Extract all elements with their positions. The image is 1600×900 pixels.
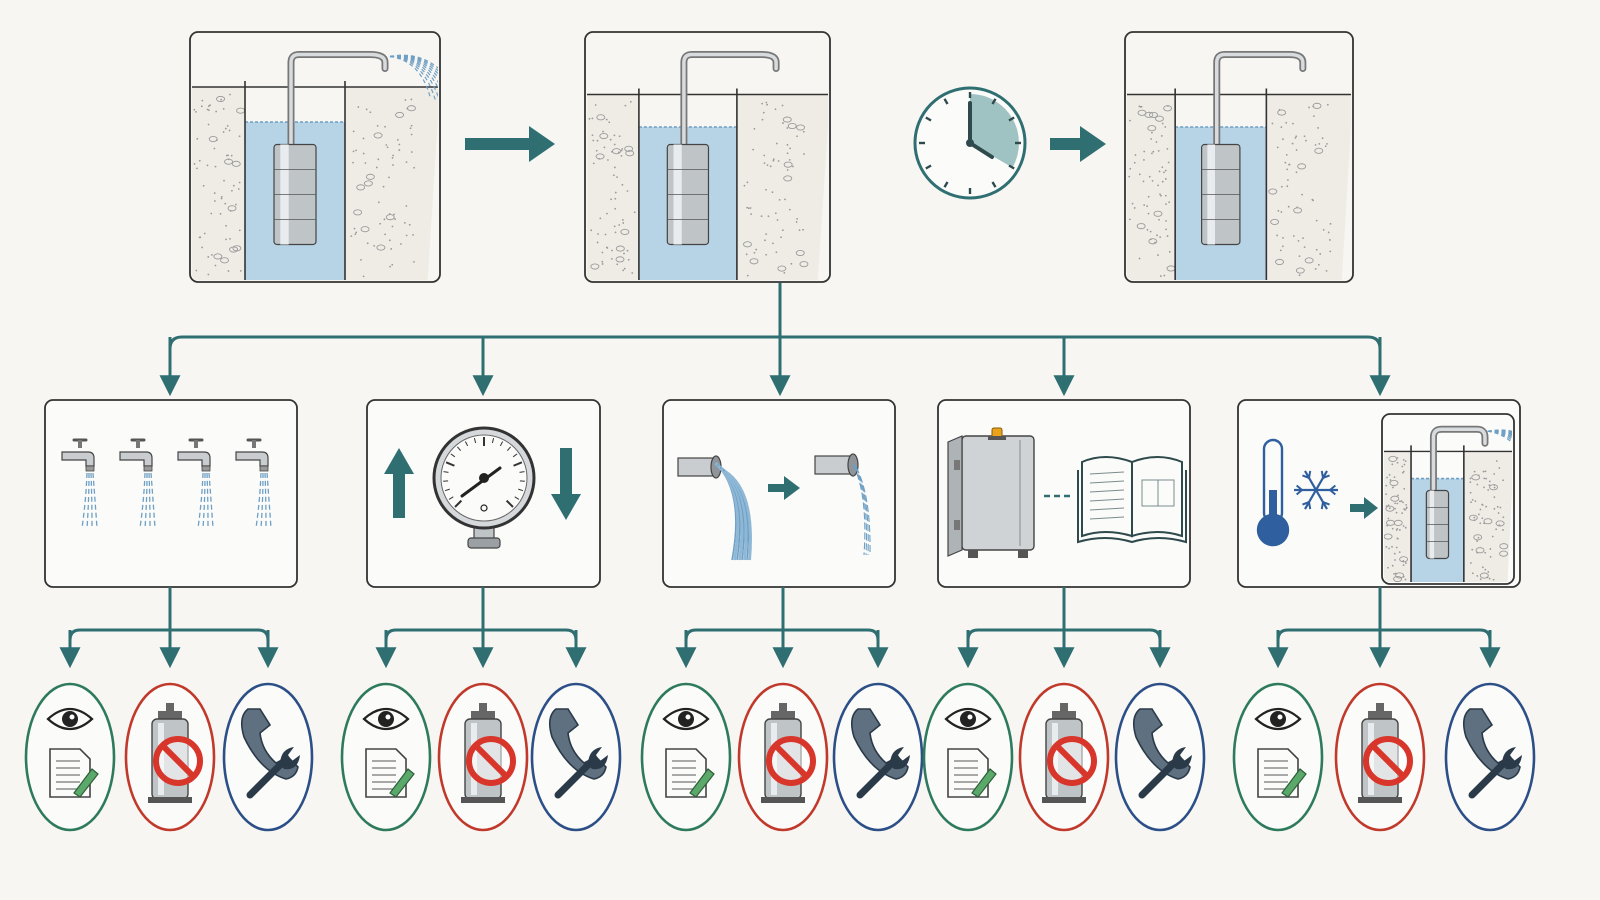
notepad-icon bbox=[947, 748, 997, 798]
pressure-gauge-up-down-icon bbox=[384, 426, 581, 549]
pump-running-panel bbox=[189, 31, 441, 283]
faucet-icon bbox=[61, 438, 98, 529]
wrench-icon bbox=[554, 757, 596, 799]
thermometer-icon bbox=[1256, 438, 1290, 547]
arrow-run-to-stop bbox=[465, 126, 555, 162]
phone-and-wrench-icon bbox=[850, 708, 910, 799]
connectors bbox=[159, 283, 1391, 397]
pencil-icon bbox=[389, 768, 415, 798]
faucet-icon bbox=[119, 438, 156, 529]
pump-prohibited-icon bbox=[148, 703, 203, 803]
action-observe-record bbox=[640, 682, 732, 832]
pump-stopped-panel bbox=[584, 31, 831, 283]
phone-and-wrench-icon bbox=[240, 708, 300, 799]
action-group-multiple-taps bbox=[24, 682, 314, 832]
down-arrow-icon bbox=[560, 448, 572, 498]
action-call-service bbox=[832, 682, 924, 832]
wrench-icon bbox=[1468, 757, 1510, 799]
notepad-icon bbox=[49, 748, 99, 798]
pencil-icon bbox=[1281, 768, 1307, 798]
snowflake-icon bbox=[1294, 470, 1338, 510]
eye-and-notepad-icon bbox=[46, 707, 99, 798]
clock-icon bbox=[913, 86, 1027, 200]
action-group-pressure-change bbox=[340, 682, 622, 832]
phone-and-wrench-icon bbox=[1462, 708, 1522, 799]
notepad-icon bbox=[365, 748, 415, 798]
eye-and-notepad-icon bbox=[362, 707, 415, 798]
up-arrow-icon bbox=[393, 470, 405, 518]
control-box-and-manual-icon bbox=[947, 427, 1187, 558]
pump-recovered-panel bbox=[1124, 31, 1354, 283]
action-stop-pump bbox=[1018, 682, 1110, 832]
wrench-icon bbox=[856, 757, 898, 799]
control-box-icon bbox=[947, 427, 1035, 558]
action-stop-pump bbox=[437, 682, 529, 832]
phone-and-wrench-icon bbox=[548, 708, 608, 799]
pipe-weak-icon bbox=[814, 453, 859, 477]
pencil-icon bbox=[971, 768, 997, 798]
pump-prohibited-icon bbox=[761, 703, 816, 803]
pump-prohibited-icon bbox=[1358, 703, 1413, 803]
action-stop-pump bbox=[737, 682, 829, 832]
pump-prohibited-icon bbox=[1042, 703, 1097, 803]
thermometer-snowflake-well-icon bbox=[1256, 438, 1378, 547]
wrench-icon bbox=[1138, 757, 1180, 799]
action-stop-pump bbox=[124, 682, 216, 832]
pencil-icon bbox=[73, 768, 99, 798]
action-group-freezing bbox=[1232, 682, 1536, 832]
eye-and-notepad-icon bbox=[944, 707, 997, 798]
wrench-icon bbox=[246, 757, 288, 799]
faucet-icon bbox=[177, 438, 214, 529]
phone-and-wrench-icon bbox=[1132, 708, 1192, 799]
pencil-icon bbox=[689, 768, 715, 798]
notepad-icon bbox=[1257, 748, 1307, 798]
action-call-service bbox=[1114, 682, 1206, 832]
notepad-icon bbox=[665, 748, 715, 798]
pump-prohibited-icon bbox=[461, 703, 516, 803]
action-call-service bbox=[222, 682, 314, 832]
cause-panel-flow-reduction bbox=[662, 399, 896, 588]
cold-well-scene-icon bbox=[1381, 413, 1515, 585]
action-observe-record bbox=[340, 682, 432, 832]
small-arrow-icon bbox=[1350, 504, 1366, 512]
action-call-service bbox=[1444, 682, 1536, 832]
action-observe-record bbox=[24, 682, 116, 832]
manual-book-icon bbox=[1077, 456, 1187, 544]
action-observe-record bbox=[1232, 682, 1324, 832]
action-observe-record bbox=[922, 682, 1014, 832]
pipe-strong-icon bbox=[677, 455, 722, 479]
strong-to-weak-flow-icon bbox=[677, 453, 871, 561]
action-stop-pump bbox=[1334, 682, 1426, 832]
action-group-flow-reduction bbox=[640, 682, 924, 832]
action-call-service bbox=[530, 682, 622, 832]
action-connectors bbox=[59, 587, 1501, 669]
action-group-control-box bbox=[922, 682, 1206, 832]
arrow-wait-to-recover bbox=[1050, 126, 1106, 162]
flow-arrow-icon bbox=[768, 484, 786, 492]
four-faucets-icon bbox=[61, 438, 272, 529]
faucet-icon bbox=[235, 438, 272, 529]
eye-and-notepad-icon bbox=[1254, 707, 1307, 798]
eye-and-notepad-icon bbox=[662, 707, 715, 798]
